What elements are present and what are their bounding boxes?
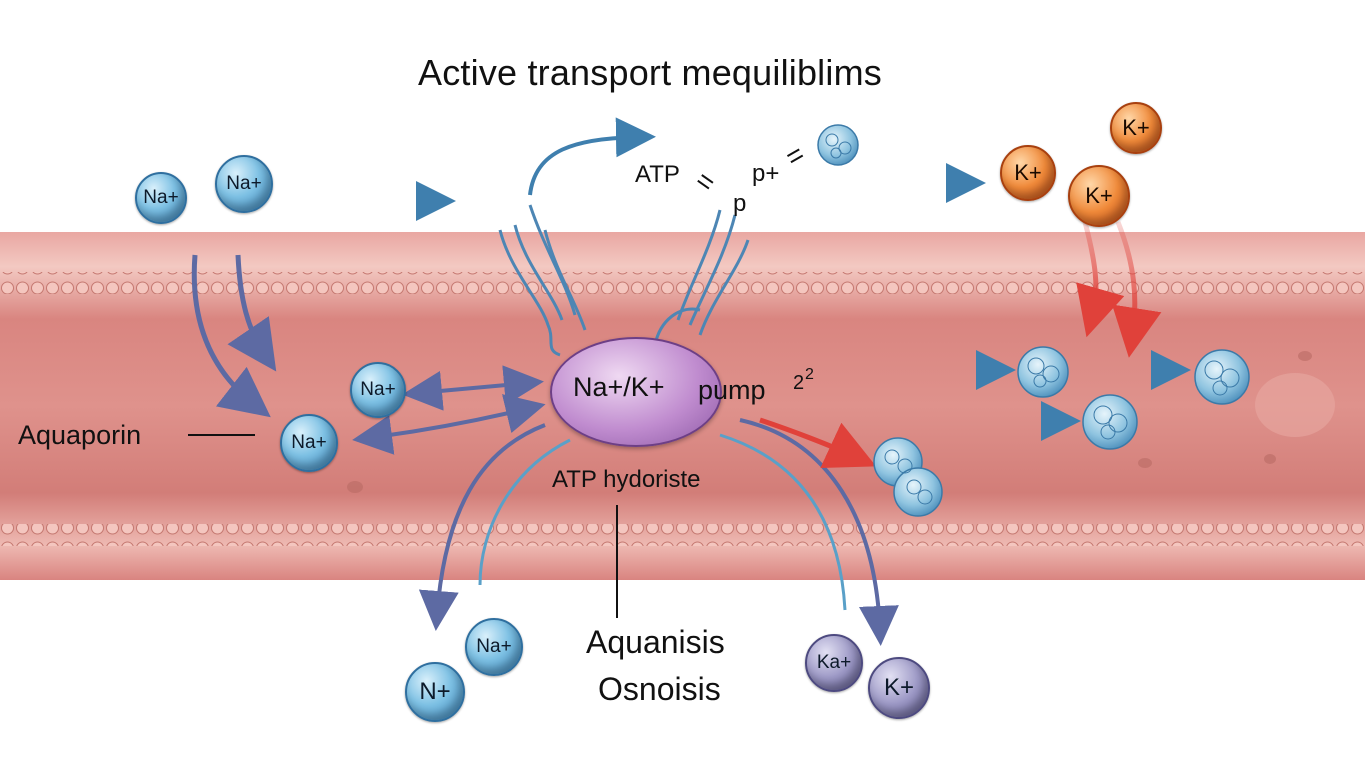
atp-cluster-top [817, 124, 859, 166]
potassium-ion: K+ [1110, 102, 1162, 154]
aquanisis-label: Aquanisis [586, 624, 725, 660]
sodium-ion: Na+ [215, 155, 273, 213]
na-k-pump [550, 337, 722, 447]
lipid-row-top [0, 272, 1365, 294]
lipid-row-bottom [0, 524, 1365, 546]
p-label: p [733, 190, 747, 217]
cluster-right-1 [1017, 346, 1069, 398]
atp-hydroliste-label: ATP hydoriste [552, 466, 701, 493]
pump-word-label: pump [698, 375, 766, 405]
sodium-ion: Na+ [280, 414, 338, 472]
cluster-right-3 [1082, 394, 1138, 450]
sodium-ion: N+ [405, 662, 465, 722]
cluster-right-2 [1194, 349, 1250, 405]
potassium-ion: K+ [1000, 145, 1056, 201]
sodium-ion: Na+ [350, 362, 406, 418]
pump-superscript: 2 [793, 372, 805, 394]
pump-label: Na+/K+ [573, 372, 665, 402]
pump-superscript-2: 2 [805, 366, 814, 383]
potassium-ion: Ka+ [805, 634, 863, 692]
diagram-title: Active transport mequiliblims [418, 52, 882, 93]
sodium-ion: Na+ [135, 172, 187, 224]
potassium-ion: K+ [1068, 165, 1130, 227]
p-plus-label: p+ [752, 160, 780, 187]
arrow-curve-top [528, 117, 656, 196]
cluster-pump-out [873, 437, 943, 517]
aquaporin-label: Aquaporin [18, 420, 142, 450]
atp-label: ATP [635, 161, 680, 188]
osnoisis-label: Osnoisis [598, 671, 721, 707]
potassium-ion: K+ [868, 657, 930, 719]
sodium-ion: Na+ [465, 618, 523, 676]
